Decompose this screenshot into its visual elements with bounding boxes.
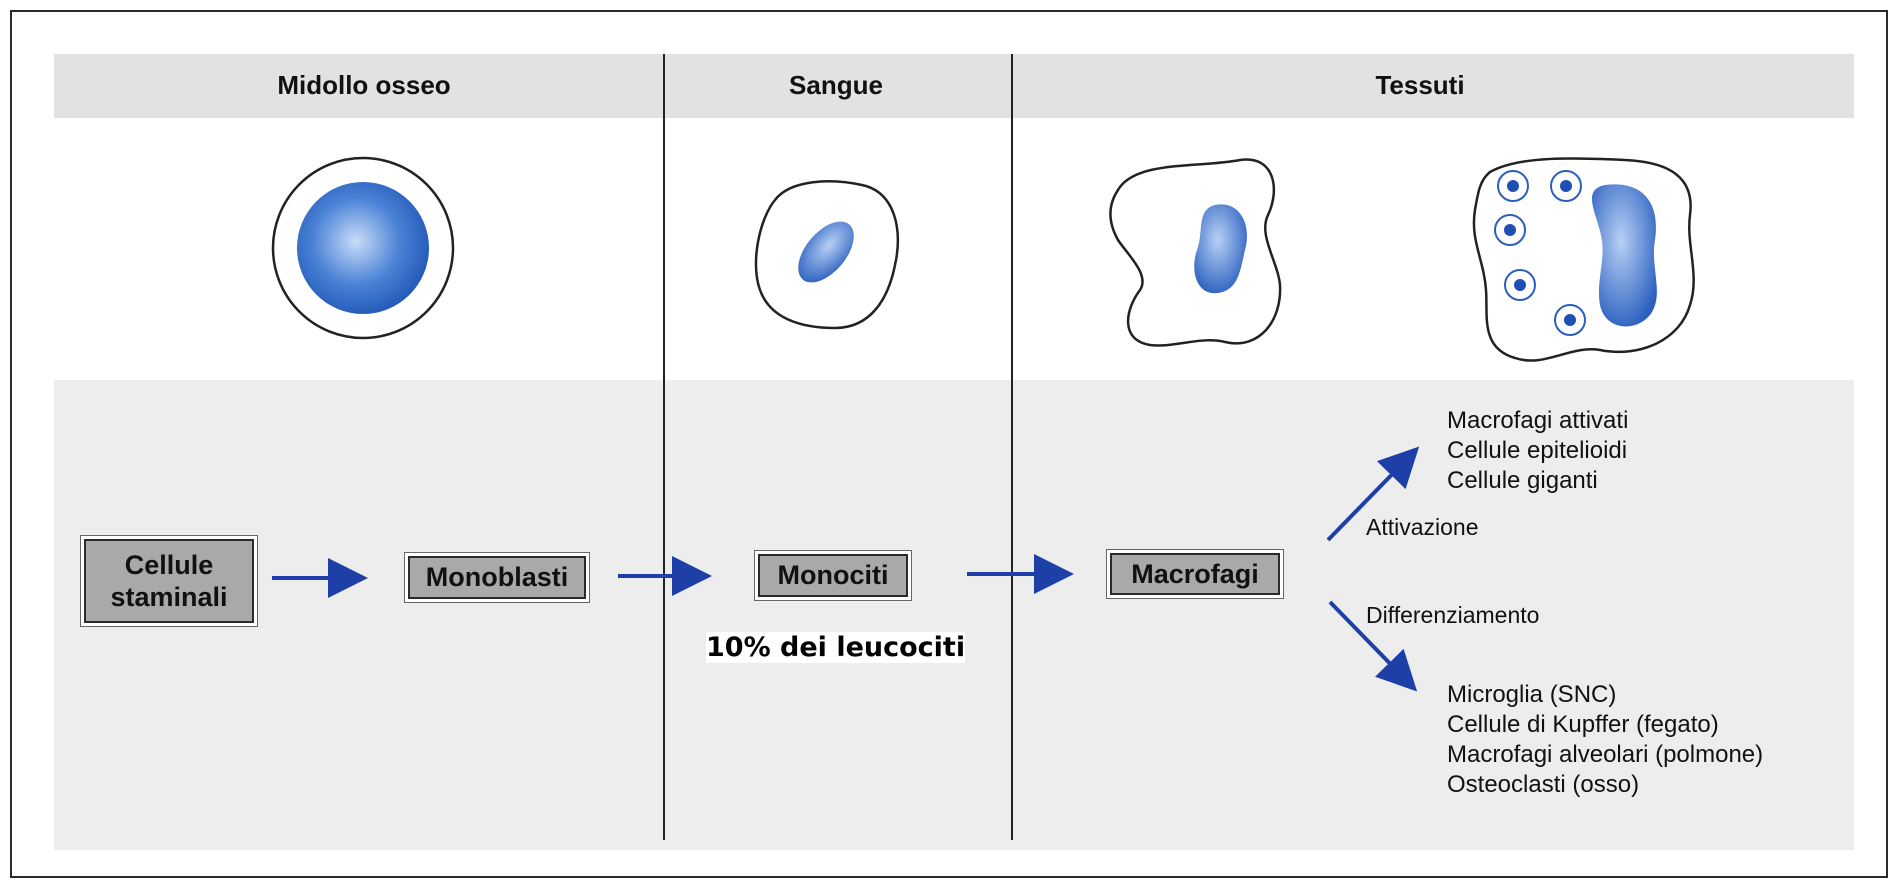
activation-item: Cellule giganti	[1447, 467, 1598, 494]
activation-label: Attivazione	[1366, 514, 1479, 540]
differentiation-label: Differenziamento	[1366, 602, 1540, 628]
column-title-tissues: Tessuti	[1375, 70, 1465, 100]
activation-item: Macrofagi attivati	[1447, 407, 1629, 434]
giant-cell-small-nuclei	[1494, 170, 1586, 336]
stage-stem-cells: Cellule staminali	[84, 539, 254, 623]
monocyte-percentage-note: 10% dei leucociti	[706, 632, 966, 663]
column-title-blood: Sangue	[789, 70, 883, 100]
differentiation-item: Microglia (SNC)	[1447, 681, 1617, 708]
column-divider-2	[1011, 54, 1013, 840]
stage-macrophages: Macrofagi	[1110, 553, 1280, 595]
background-text-band	[54, 380, 1854, 850]
column-header-band	[54, 54, 1854, 118]
column-divider-1	[663, 54, 665, 840]
differentiation-item: Cellule di Kupffer (fegato)	[1447, 711, 1719, 738]
stem-cell-icon	[271, 156, 455, 340]
activation-item: Cellule epitelioidi	[1447, 437, 1628, 464]
arrow-activation	[1326, 446, 1420, 542]
stage-monoblasts: Monoblasti	[408, 556, 586, 599]
arrow-differentiation	[1328, 600, 1418, 692]
monocyte-cell-icon	[754, 180, 900, 330]
stage-monocytes: Monociti	[758, 554, 908, 597]
activation-list: Macrofagi attivati Cellule epitelioidi C…	[1447, 406, 1628, 496]
column-title-bone-marrow: Midollo osseo	[277, 70, 451, 100]
stage-stem-cells-line2: staminali	[110, 582, 228, 612]
differentiation-item: Osteoclasti (osso)	[1447, 771, 1640, 798]
macrophage-cell-icon	[1109, 158, 1282, 347]
differentiation-list: Microglia (SNC) Cellule di Kupffer (fega…	[1447, 680, 1763, 800]
differentiation-item: Macrofagi alveolari (polmone)	[1447, 741, 1764, 768]
stage-stem-cells-line1: Cellule	[124, 549, 214, 580]
giant-cell-icon	[1472, 157, 1695, 362]
